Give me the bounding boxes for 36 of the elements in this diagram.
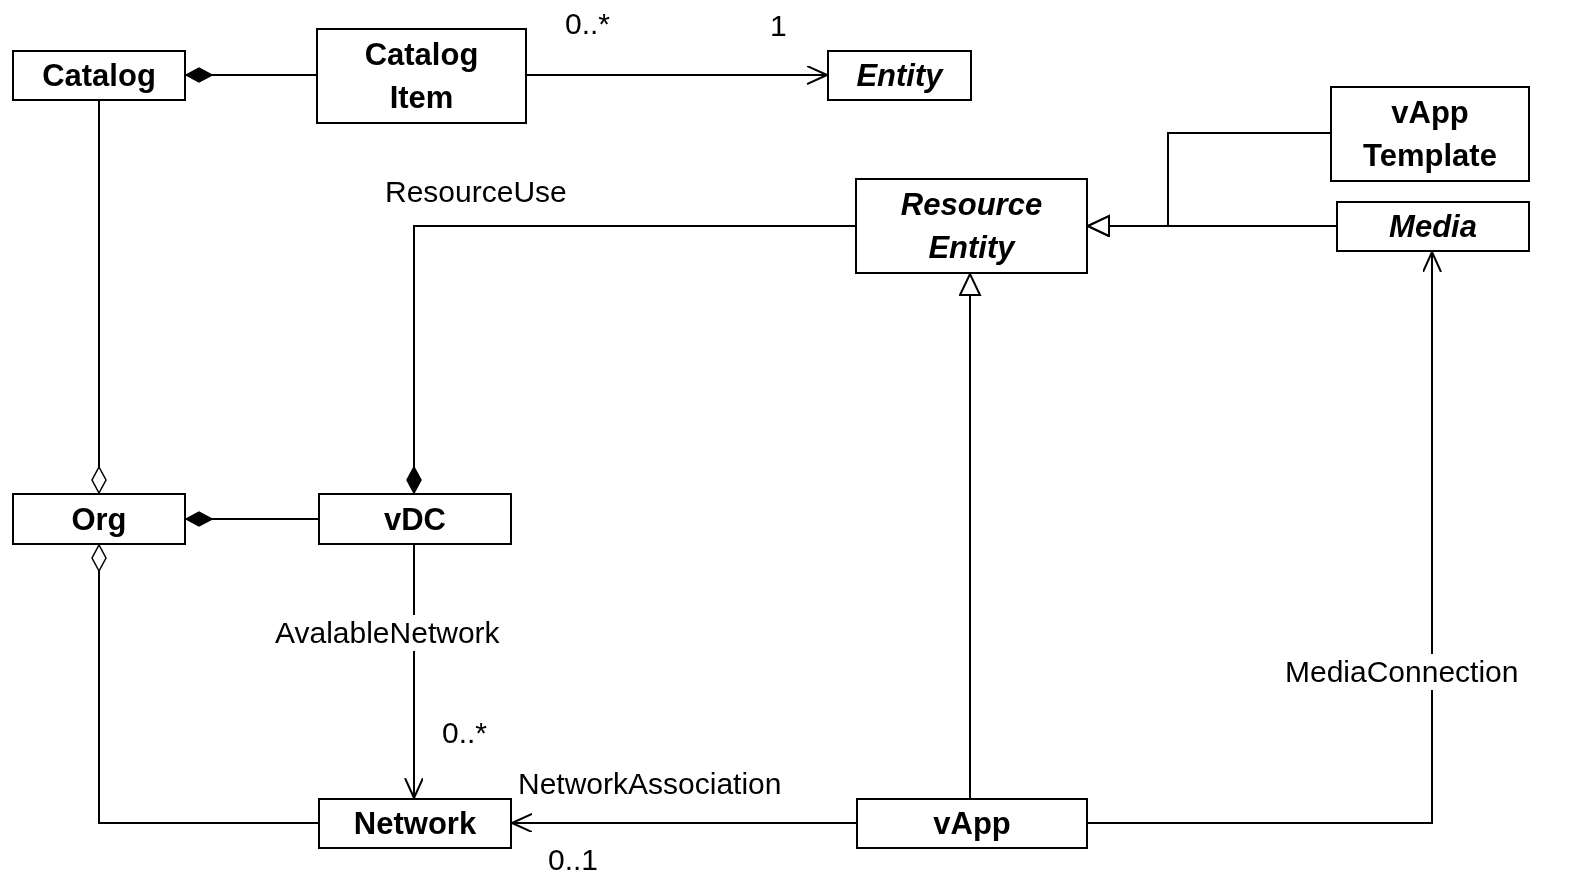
edge-label: AvalableNetwork — [275, 615, 500, 651]
class-box — [856, 798, 1088, 849]
arrow — [1087, 215, 1337, 237]
association-line — [185, 511, 319, 527]
abstract-class-box — [855, 178, 1088, 274]
multiplicity-label: 1 — [770, 8, 787, 44]
class-box — [318, 798, 512, 849]
class-name: vApp — [933, 805, 1011, 843]
abstract-class-box — [827, 50, 972, 101]
class-box — [316, 28, 527, 124]
abstract-class-box — [1336, 201, 1530, 252]
association-line — [91, 100, 107, 494]
multiplicity-label: 0..1 — [548, 842, 599, 878]
class-name: Resource Entity — [899, 186, 1044, 267]
class-box — [12, 493, 186, 545]
class-name: Media — [1389, 208, 1477, 246]
class-name: vApp Template — [1362, 94, 1498, 175]
arrow — [959, 273, 981, 799]
arrow — [526, 65, 828, 85]
class-name: Org — [71, 500, 127, 539]
association-line — [91, 544, 319, 824]
association-line — [185, 67, 317, 83]
arrow — [1087, 251, 1442, 824]
arrow — [511, 813, 857, 833]
class-box — [12, 50, 186, 101]
multiplicity-label: 0..* — [442, 715, 488, 751]
class-name: Entity — [856, 57, 943, 95]
class-box — [1330, 86, 1530, 182]
class-name: Network — [353, 805, 477, 843]
edge-label: MediaConnection — [1285, 654, 1519, 690]
class-name: Catalog Item — [363, 36, 480, 117]
multiplicity-label: 0..* — [565, 6, 611, 42]
class-name: vDC — [384, 500, 446, 539]
association-line — [406, 225, 856, 494]
class-box — [318, 493, 512, 545]
class-name: Catalog — [42, 57, 156, 95]
